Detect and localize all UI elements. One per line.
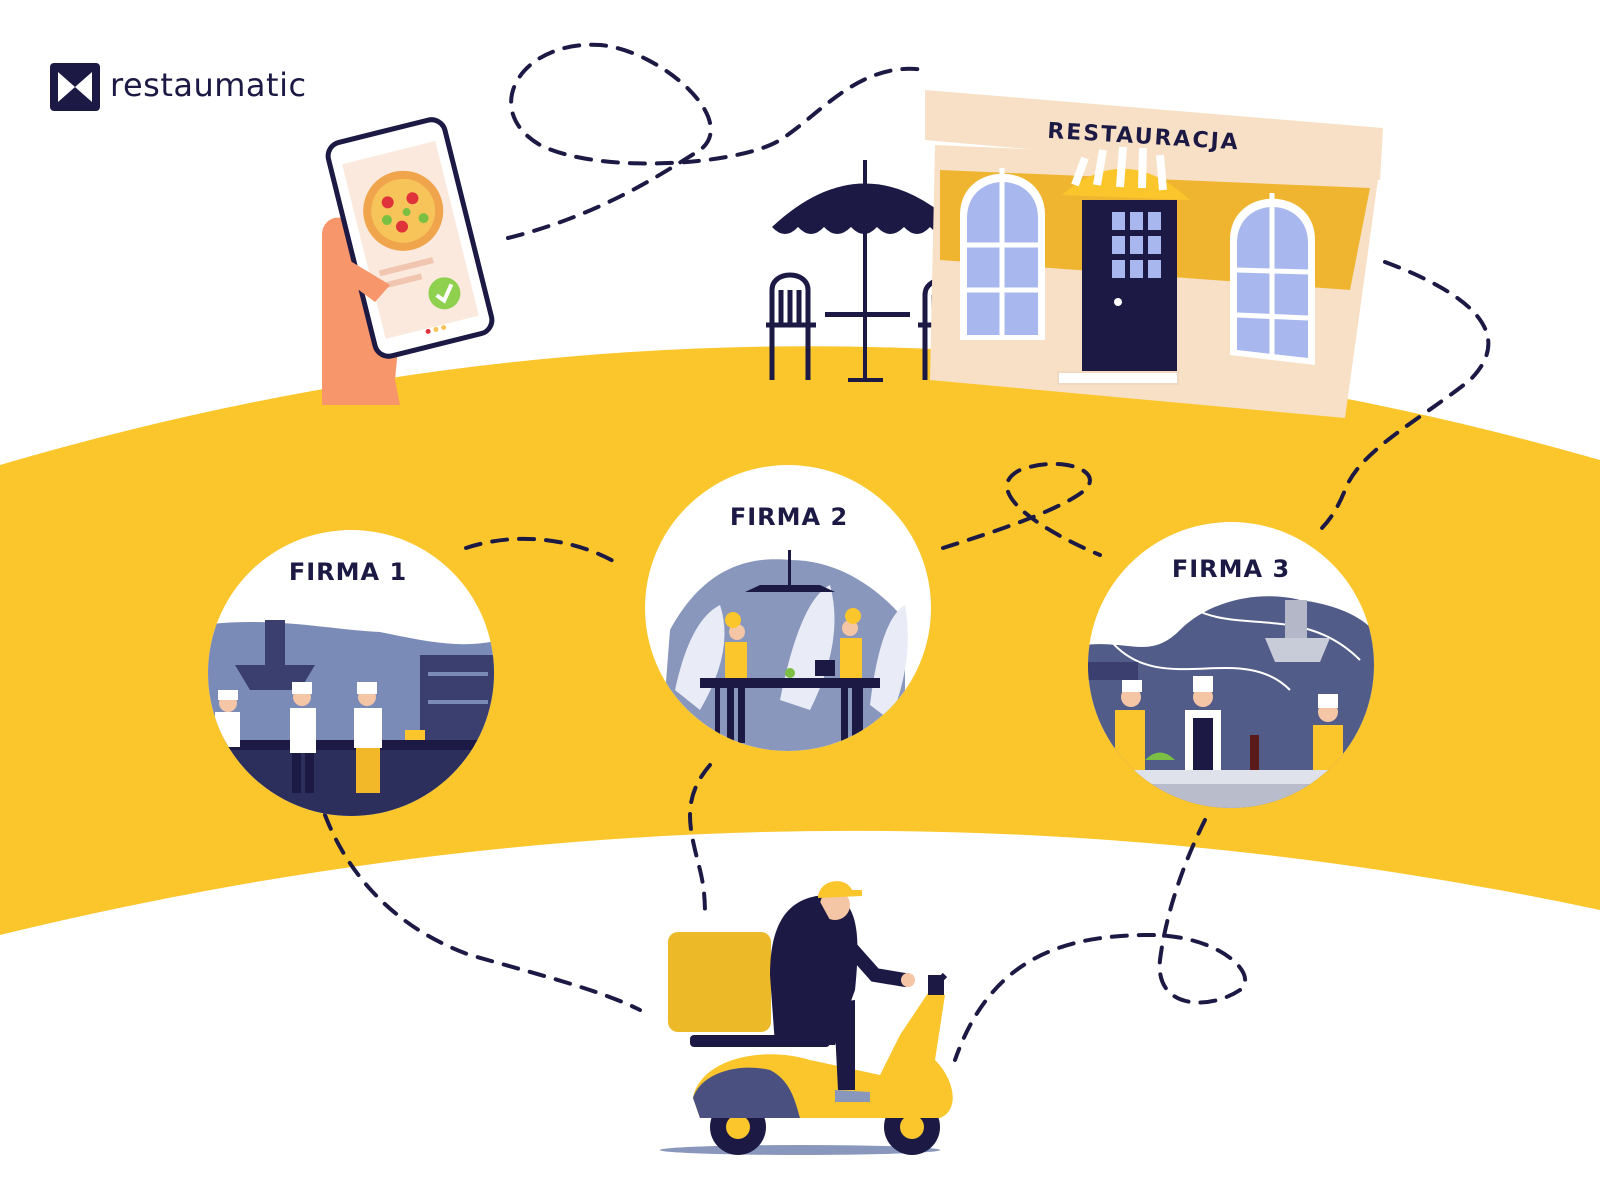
chef-figure bbox=[1185, 676, 1221, 770]
chef-figure bbox=[290, 682, 316, 793]
dashed-route bbox=[323, 42, 1491, 1062]
company-1-label: FIRMA 1 bbox=[288, 558, 408, 586]
bowtie-icon[interactable] bbox=[50, 63, 100, 111]
company-2-label: FIRMA 2 bbox=[729, 503, 849, 531]
restaurant-building: RESTAURACJA bbox=[925, 90, 1383, 418]
courier-scooter-illustration bbox=[660, 881, 953, 1155]
chef-figure bbox=[840, 608, 862, 743]
company-1-circle[interactable] bbox=[195, 530, 505, 830]
chef-figure bbox=[725, 612, 747, 743]
company-3-label: FIRMA 3 bbox=[1171, 555, 1291, 583]
phone-order-illustration bbox=[322, 117, 495, 405]
chef-figure bbox=[354, 682, 382, 793]
company-2-circle[interactable] bbox=[645, 465, 931, 760]
brand-name: restaumatic bbox=[110, 66, 307, 104]
company-3-circle[interactable] bbox=[1085, 522, 1385, 820]
